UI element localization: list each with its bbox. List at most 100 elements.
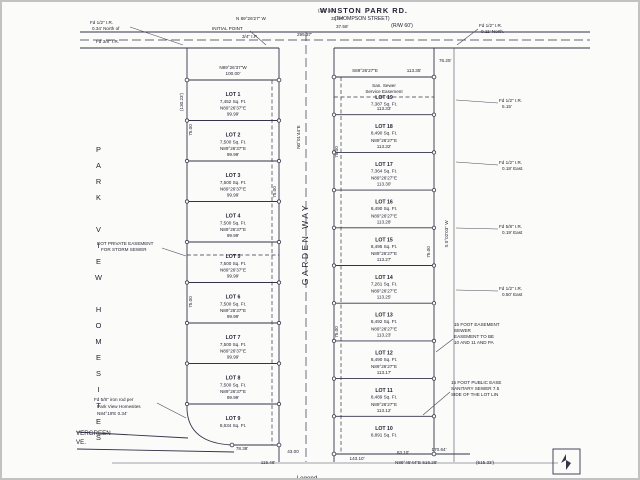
monument-marker [431, 263, 437, 268]
iron-pipe-label: 3/4" I.P. [242, 34, 258, 39]
bearing-label: S89°26'27"E [352, 68, 378, 73]
lot-dimension-label: 99.99' [227, 355, 239, 360]
lot-area-label: 8,489 Sq. Ft. [371, 395, 397, 400]
lot-label: LOT 14 [375, 275, 393, 281]
adjacent-plat-letter: V [96, 225, 102, 234]
side-dimension-label: 75.00 [188, 124, 193, 136]
dimension-label: 63.10' [397, 450, 409, 455]
found-monument-note: Fd 5/8" I.R. [499, 224, 522, 229]
monument-marker [331, 225, 337, 230]
lot-area-label: 7,500 Sq. Ft. [220, 140, 246, 145]
lot-label: LOT 15 [375, 237, 393, 243]
found-monument-note: Fd 1/2" I.R. [499, 160, 522, 165]
lot-area-label: 8,490 Sq. Ft. [371, 357, 397, 362]
lot-area-label: 7,500 Sq. Ft. [220, 261, 246, 266]
lot-label: LOT 13 [375, 313, 393, 319]
lot-area-label: 7,500 Sq. Ft. [220, 180, 246, 185]
easement-note: SEWER [454, 328, 472, 333]
lot-area-label: 7,500 Sq. Ft. [220, 302, 246, 307]
easement-note: 10 AND 11 AND PA [454, 340, 495, 345]
lot-label: LOT 12 [375, 350, 393, 356]
lot-bearing-label: N89°26'27"E [371, 326, 397, 331]
bearing-label: N 89°26'27" W [236, 16, 267, 21]
road-rw-label: (R/W 60') [391, 23, 413, 29]
dimension-label: 115.46' [261, 460, 276, 465]
lot-dimension-label: 113.30' [377, 182, 392, 187]
easement-note: San. Sewer [372, 83, 396, 88]
lot-label: LOT 6 [226, 295, 241, 301]
monument-marker [276, 118, 282, 123]
monument-marker [431, 225, 437, 230]
plat-closing-dimension: N89°45'44"E 516.28' [395, 460, 437, 465]
adjacent-plat-letter: A [96, 161, 102, 170]
found-monument-note: 0.34' North of [92, 26, 120, 31]
monument-marker [431, 150, 437, 155]
lot-label: LOT 11 [375, 388, 392, 394]
dimension-label: 43.00 [287, 449, 299, 454]
lot-area-label: 7,364 Sq. Ft. [371, 168, 397, 173]
legend-label: Legend [297, 475, 318, 480]
found-monument-note: 5.15' [502, 104, 512, 109]
lot-bearing-label: N89°26'27"E [371, 251, 397, 256]
lot-dimension-label: 113.27' [377, 257, 392, 262]
monument-marker [184, 158, 190, 164]
adjacent-plat-letter: T [96, 401, 102, 410]
lot-bearing-label: N89°26'37"E [220, 227, 246, 232]
lot-bearing-label: N89°26'27"E [371, 289, 397, 294]
lot-label: LOT 5 [226, 254, 241, 260]
street-name-evergreen-ave: VE. [76, 439, 86, 446]
monument-marker [431, 112, 437, 117]
initial-point-label: INITIAL POINT [212, 26, 243, 31]
lot-bearing-label: N89°26'37"E [220, 389, 246, 394]
dimension-label: (130.23') [179, 93, 184, 111]
lot-area-label: 7,387 Sq. Ft. [371, 102, 397, 107]
easement-note: 15 FOOT PUBLIC EASE [451, 380, 501, 385]
dimension-label: 37.58' [336, 24, 348, 29]
monument-marker [331, 414, 337, 419]
found-monument-note: Park View Homesites [97, 404, 141, 409]
lot-dimension-label: 113.28' [377, 219, 392, 224]
monument-marker [331, 263, 337, 268]
side-dimension-label: 75.00 [334, 146, 339, 158]
monument-marker [331, 301, 337, 306]
lot-bearing-label: N89°26'27"E [371, 176, 397, 181]
lot-label: LOT 8 [226, 376, 241, 382]
lot-label: LOT 10 [375, 426, 393, 432]
lot-dimension-label: 99.99' [227, 152, 239, 157]
lot-dimension-label: 99.99' [227, 233, 239, 238]
side-dimension-label: 75.00 [188, 296, 193, 308]
lot-label: LOT 2 [226, 133, 241, 139]
lot-label: LOT 17 [375, 162, 393, 168]
adjacent-plat-letter: O [96, 321, 103, 330]
lot-dimension-label: 99.99' [227, 395, 239, 400]
monument-marker [331, 112, 337, 117]
found-monument-note: Fd 1/2" I.R. [499, 98, 522, 103]
north-arrow-icon [552, 448, 581, 475]
lot-bearing-label: N89°26'27"E [371, 364, 397, 369]
lot-area-label: 8,495 Sq. Ft. [371, 244, 397, 249]
monument-marker [431, 338, 437, 343]
road-alt-name-label: (THOMPSON STREET) [334, 16, 390, 22]
dimension-label: 170.64' [432, 447, 447, 452]
road-name-label: WINSTON PARK RD. [320, 6, 408, 15]
lot-bearing-label: N89°26'37"E [220, 308, 246, 313]
monument-marker [184, 401, 190, 407]
lot-dimension-label: 99.99' [227, 314, 239, 319]
lot-label: LOT 1 [226, 92, 241, 98]
lot-area-label: 7,261 Sq. Ft. [371, 282, 397, 287]
lot-label: LOT 4 [226, 214, 241, 220]
lot-dimension-label: 113.12' [377, 408, 392, 413]
leader-lines [129, 26, 499, 419]
easement-note: SIDE OF THE LOT LIN [451, 392, 498, 397]
dimension-label: 143.10' [350, 456, 365, 461]
lot-label: LOT 18 [375, 124, 393, 130]
lot-label: LOT 9 [226, 416, 241, 422]
found-monument-note: 0.19' East [502, 230, 523, 235]
lot-area-label: 8,490 Sq. Ft. [371, 131, 397, 136]
lot-label: LOT 7 [226, 335, 241, 341]
bearing-label: N89°26'37"W [219, 65, 247, 70]
adjacent-plat-letter: R [96, 177, 102, 186]
dimension-label: 33.87' [331, 16, 343, 21]
lot-area-label: 7,500 Sq. Ft. [220, 383, 246, 388]
